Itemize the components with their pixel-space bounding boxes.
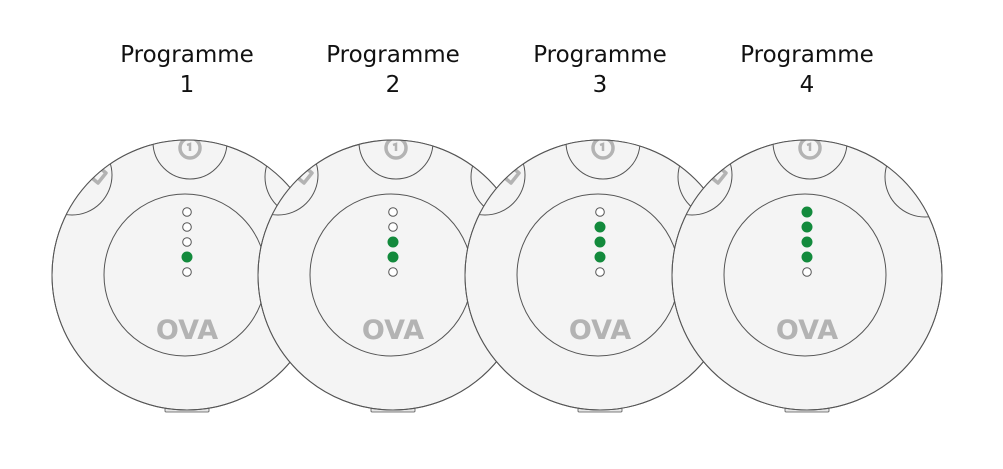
programme-label: Programme [740, 42, 874, 68]
led-on [387, 251, 399, 263]
programme-number: 4 [799, 72, 815, 98]
programme-2-title: Programme 2 [293, 40, 493, 100]
power-icon [384, 140, 408, 160]
led-off [595, 207, 605, 217]
programme-number: 3 [592, 72, 608, 98]
power-icon-stem [392, 142, 398, 151]
led-off [182, 237, 192, 247]
ova-logo: OVA [362, 315, 424, 346]
programme-3-title: Programme 3 [500, 40, 700, 100]
programme-1-title: Programme 1 [87, 40, 287, 100]
tag-icon [283, 167, 301, 182]
led-on [594, 251, 606, 263]
power-icon [591, 140, 615, 160]
device-outline [671, 139, 943, 411]
power-icon-stem [186, 142, 192, 151]
led-off [388, 222, 398, 232]
led-on [801, 221, 813, 233]
ova-logo: OVA [569, 315, 631, 346]
power-icon-stem [806, 142, 812, 151]
ova-logo: OVA [156, 315, 218, 346]
ova-logo: OVA [776, 315, 838, 346]
led-on [801, 251, 813, 263]
led-off [182, 267, 192, 277]
power-icon [798, 140, 822, 160]
led-on [387, 236, 399, 248]
right-button [884, 140, 942, 218]
left-button [52, 140, 113, 216]
led-on [181, 251, 193, 263]
programme-label: Programme [326, 42, 460, 68]
led-on [801, 236, 813, 248]
power-icon [178, 140, 202, 160]
power-icon-stem [599, 142, 605, 151]
led-on [594, 236, 606, 248]
led-off [182, 207, 192, 217]
programme-label: Programme [120, 42, 254, 68]
tag-icon [903, 167, 921, 182]
led-on [594, 221, 606, 233]
led-off [595, 267, 605, 277]
tag-icon [696, 167, 714, 182]
tag-icon [489, 167, 507, 182]
programme-4-title: Programme 4 [707, 40, 907, 100]
led-off [388, 267, 398, 277]
programme-number: 2 [385, 72, 401, 98]
led-off [802, 267, 812, 277]
led-off [182, 222, 192, 232]
programme-number: 1 [179, 72, 195, 98]
led-off [388, 207, 398, 217]
programme-label: Programme [533, 42, 667, 68]
led-on [801, 206, 813, 218]
ova-device-2: OVA [257, 139, 529, 413]
